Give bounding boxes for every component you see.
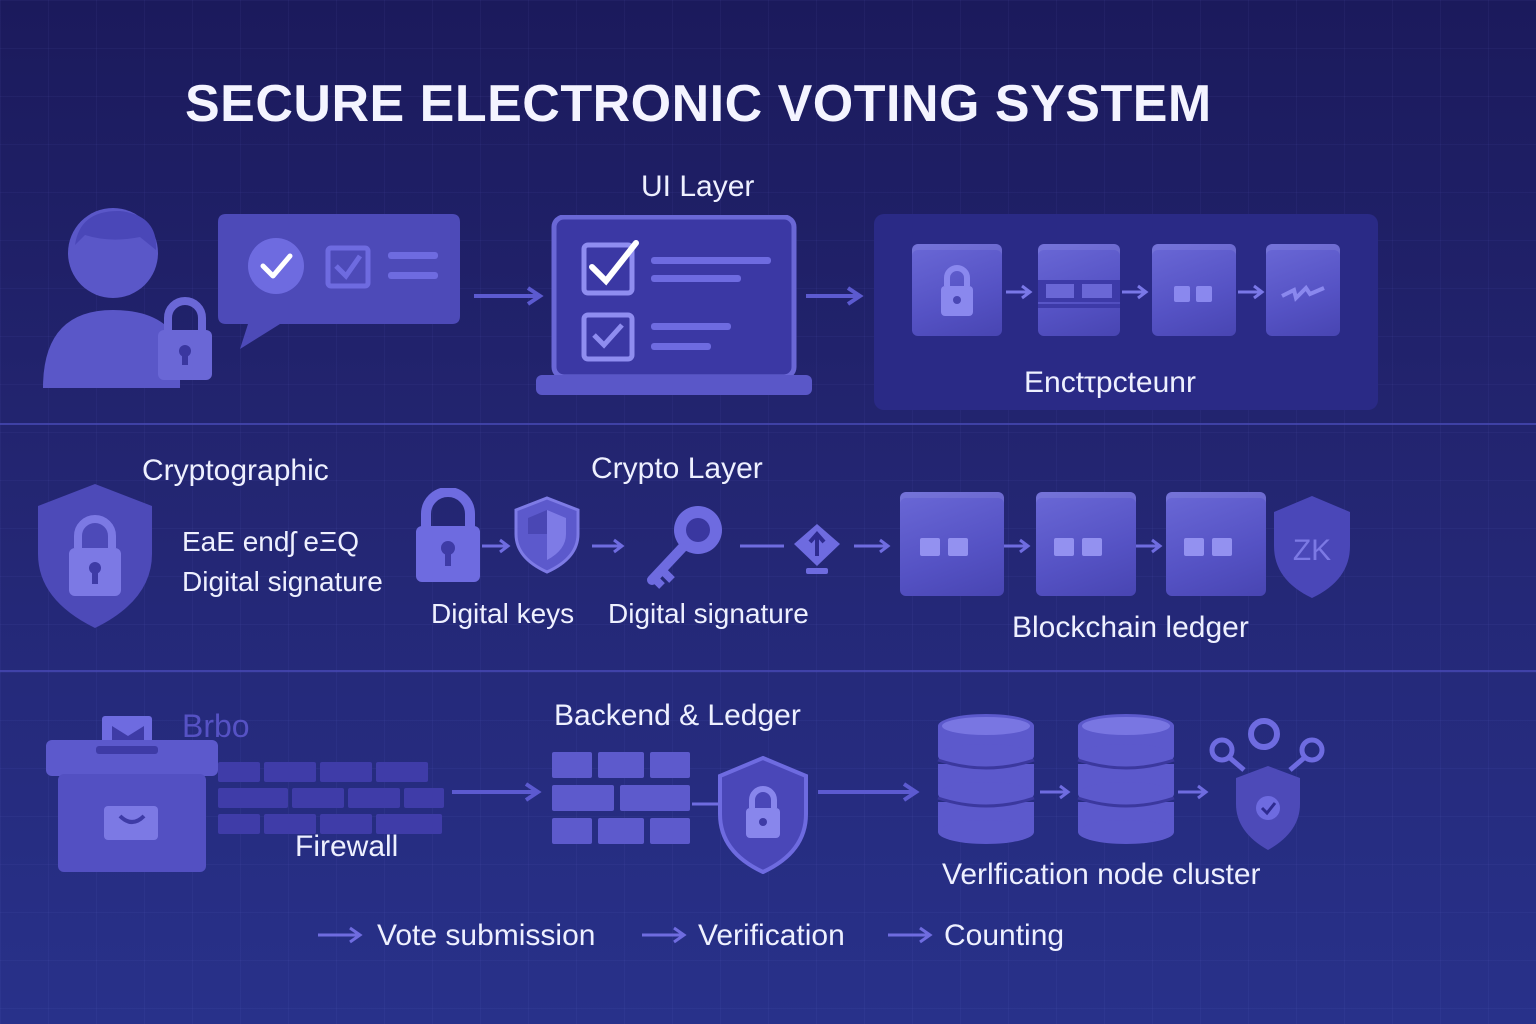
zk-shield-icon: ZK	[1272, 494, 1352, 600]
digital-signature-label: Digital signature	[608, 598, 809, 629]
blockchain-ledger-label: Blockchain ledger	[1012, 611, 1249, 644]
voter-icon	[40, 205, 220, 395]
connector-line	[690, 800, 720, 808]
key-icon	[642, 500, 728, 592]
zk-label: ZK	[1293, 534, 1331, 567]
firewall-wall-icon	[218, 762, 444, 840]
flow-verification: Verification	[698, 919, 845, 952]
brick-wall-icon	[552, 752, 692, 848]
arrow-right-icon	[472, 284, 548, 308]
verification-cluster-label: Verlfication node cluster	[942, 858, 1261, 891]
arrow-right-icon	[1176, 782, 1210, 802]
shield-icon	[514, 496, 580, 574]
arrow-right-icon	[1134, 536, 1164, 556]
database-icon	[1076, 712, 1176, 846]
arrow-right-icon	[816, 780, 924, 804]
firewall-label: Firewall	[295, 830, 399, 863]
digital-signature-left-label: Digital signature	[182, 566, 383, 597]
e2e-encryption-label: EaE endʃ eΞQ	[182, 526, 359, 557]
cryptographic-label: Cryptographic	[142, 454, 329, 487]
crypto-layer-label: Crypto Layer	[591, 452, 763, 485]
shield-lock-icon	[36, 482, 154, 630]
padlock-icon	[414, 487, 482, 584]
arrow-right-icon	[480, 536, 512, 556]
backend-ledger-label: Backend & Ledger	[554, 699, 801, 732]
row-divider	[0, 670, 1536, 672]
arrow-right-icon	[450, 780, 546, 804]
shield-lock-icon	[718, 755, 808, 875]
arrow-right-icon	[1004, 282, 1034, 302]
blockchain-block-icon	[900, 492, 1004, 596]
ballot-tag-label: Brbo	[182, 708, 250, 744]
flow-vote-submission: Vote submission	[377, 919, 596, 952]
signature-node-icon	[790, 520, 844, 578]
digital-keys-label: Digital keys	[431, 598, 575, 629]
arrow-right-icon	[1038, 782, 1072, 802]
arrow-right-icon	[1236, 282, 1266, 302]
arrow-right-icon	[852, 536, 892, 556]
signature-block-icon	[1266, 244, 1340, 336]
arrow-right-icon	[316, 924, 366, 946]
arrow-right-icon	[886, 924, 936, 946]
ui-layer-label: UI Layer	[641, 170, 755, 203]
row-divider	[0, 423, 1536, 425]
arrow-right-icon	[1120, 282, 1150, 302]
connector-line	[738, 542, 788, 550]
ballot-chat-bubble	[218, 214, 460, 354]
flow-counting: Counting	[944, 919, 1065, 952]
page-title: SECURE ELECTRONIC VOTING SYSTEM	[185, 75, 1212, 133]
ballot-box-icon	[46, 712, 218, 874]
arrow-right-icon	[590, 536, 626, 556]
firewall-block-icon	[1038, 244, 1120, 336]
arrow-right-icon	[1002, 536, 1032, 556]
verification-shield-icon	[1204, 716, 1328, 854]
data-block-icon	[1152, 244, 1236, 336]
laptop-icon	[536, 214, 812, 397]
arrow-right-icon	[640, 924, 690, 946]
database-icon	[936, 712, 1036, 846]
arrow-right-icon	[804, 284, 868, 308]
lock-block-icon	[912, 244, 1002, 336]
blockchain-block-icon	[1036, 492, 1136, 596]
encryption-label: Enctτpcteunr	[1024, 366, 1196, 399]
blockchain-block-icon	[1166, 492, 1266, 596]
